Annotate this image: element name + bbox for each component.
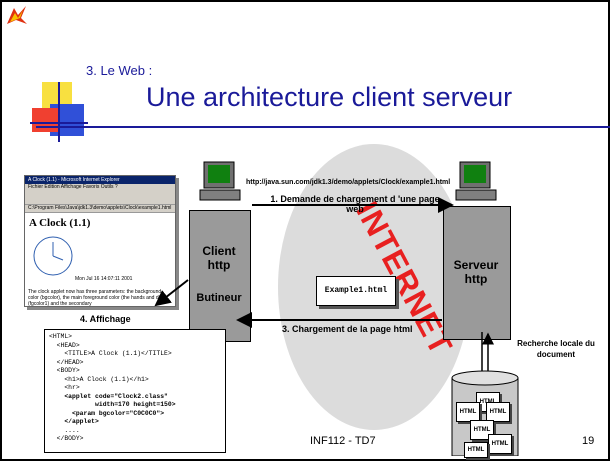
browser-menu: Fichier Edition Affichage Favoris Outils… [25, 184, 175, 191]
client-browser-label: Butineur [196, 292, 242, 304]
clock-date: Mon Jul 16 14:07:11 2001 [75, 276, 133, 282]
code-line: width=170 height=150> [49, 401, 176, 408]
step-3-label: 3. Chargement de la page html [282, 324, 413, 334]
code-line: <BODY> [49, 367, 80, 374]
local-search-label: Recherche locale du document [517, 339, 595, 359]
server-tower [443, 206, 511, 340]
slide-title: Une architecture client serveur [146, 82, 513, 112]
browser-title-bar: A Clock (1.1) - Microsoft Internet Explo… [25, 176, 175, 184]
code-line: <HEAD> [49, 341, 80, 349]
step-1-label: 1. Demande de chargement d 'une page web [270, 194, 440, 214]
html-code-box: <HTML> <HEAD> <TITLE>A Clock (1.1)</TITL… [44, 329, 226, 453]
server-computer-icon [455, 161, 497, 201]
browser-toolbar [25, 191, 175, 205]
decorative-squares [30, 82, 90, 142]
code-line: </BODY> [49, 435, 84, 442]
client-label-line1: Client [202, 244, 236, 258]
title-rule [36, 126, 610, 128]
html-page-6: HTML [464, 442, 488, 458]
client-label-line2: http [207, 258, 231, 272]
page-number: 19 [582, 435, 595, 447]
section-label: 3. Le Web : [86, 63, 153, 78]
html-page-3: HTML [486, 402, 510, 422]
browser-page-heading: A Clock (1.1) [29, 217, 91, 229]
html-page-5: HTML [488, 434, 512, 454]
code-line: <h1>A Clock (1.1)</h1> [49, 375, 149, 383]
browser-address: C:\Program Files\Java\jdk1.3\demo\applet… [25, 205, 175, 213]
browser-window: A Clock (1.1) - Microsoft Internet Explo… [24, 175, 176, 307]
code-line: <TITLE>A Clock (1.1)</TITLE> [49, 350, 172, 357]
display-arrow [154, 279, 189, 307]
client-computer-icon [199, 161, 241, 201]
html-page-2: HTML [456, 402, 480, 422]
code-line: <hr> [49, 384, 80, 391]
code-line: <param bgcolor="C0C0C0"> [49, 409, 165, 417]
server-label: Serveur http [443, 258, 509, 286]
logo-icon [7, 6, 27, 24]
client-label: Client http [189, 244, 249, 272]
code-line: </applet> [49, 418, 99, 425]
clock-icon [33, 236, 73, 276]
server-label-line1: Serveur [453, 258, 499, 272]
browser-page-text: The clock applet now has three parameter… [28, 289, 166, 307]
code-line: </HEAD> [49, 358, 84, 366]
code-line: <applet code="Clock2.class" [49, 392, 168, 400]
code-line: .... [49, 426, 80, 434]
request-url: http://java.sun.com/jdk1.3/demo/applets/… [246, 179, 451, 186]
footer-course: INF112 - TD7 [310, 435, 376, 447]
code-line: <HTML> [49, 333, 73, 340]
file-label-box: Example1.html [316, 276, 396, 306]
step-4-label: 4. Affichage [80, 314, 131, 324]
server-label-line2: http [464, 272, 488, 286]
document-database: HTML HTML HTML HTML HTML HTML [450, 370, 520, 458]
